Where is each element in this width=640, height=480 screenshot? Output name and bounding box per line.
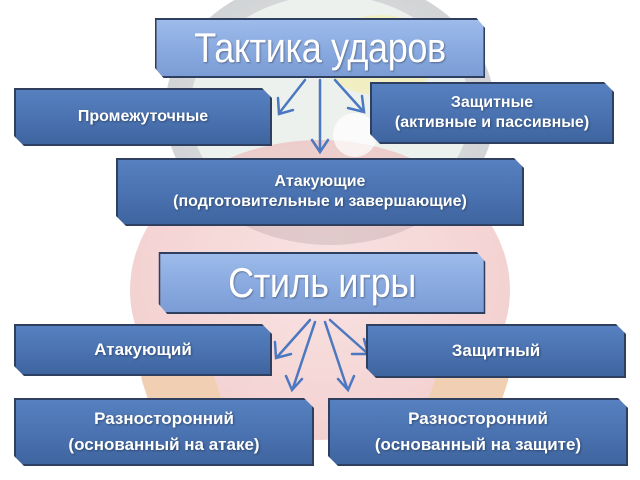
title-tactics-box: Тактика ударов [155, 18, 485, 78]
label-attacking-detail: (подготовительные и завершающие) [173, 193, 467, 210]
box-defensive-tactics: Защитные (активные и пассивные) [370, 82, 614, 144]
label-allround-attack-detail: (основанный на атаке) [68, 435, 260, 454]
title-style: Стиль игры [228, 259, 416, 306]
label-style-attacking: Атакующий [94, 340, 192, 359]
label-defensive: Защитные [450, 94, 534, 111]
box-intermediate: Промежуточные [14, 88, 272, 146]
label-style-defensive: Защитный [451, 341, 541, 360]
title-style-box: Стиль игры [159, 252, 486, 314]
box-attacking-tactics: Атакующие (подготовительные и завершающи… [116, 158, 524, 226]
label-intermediate: Промежуточные [77, 108, 209, 125]
label-defensive-detail: (активные и пассивные) [394, 114, 590, 131]
ball-icon [333, 113, 377, 157]
label-allround-attack: Разносторонний [94, 409, 234, 428]
label-allround-defense: Разносторонний [408, 409, 548, 428]
box-style-defensive: Защитный [366, 324, 626, 378]
box-allround-attack: Разносторонний (основанный на атаке) [14, 398, 314, 466]
box-allround-defense: Разносторонний (основанный на защите) [328, 398, 628, 466]
label-attacking: Атакующие [274, 173, 366, 190]
title-tactics: Тактика ударов [194, 24, 446, 71]
label-allround-defense-detail: (основанный на защите) [374, 435, 582, 454]
box-style-attacking: Атакующий [14, 324, 272, 376]
